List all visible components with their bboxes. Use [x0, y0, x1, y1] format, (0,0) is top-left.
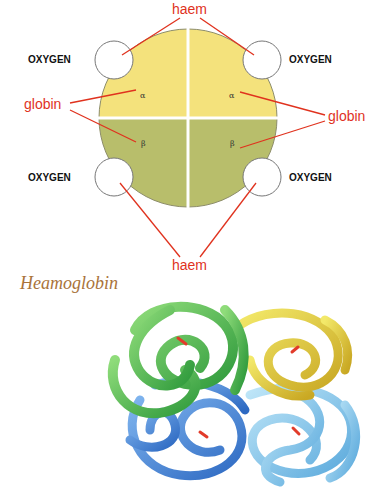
- figure-caption: Heamoglobin: [20, 274, 118, 294]
- oxygen-label: OXYGEN: [289, 54, 332, 65]
- haem-label: haem: [172, 258, 207, 273]
- oxygen-label: OXYGEN: [28, 54, 71, 65]
- globin-label: globin: [328, 109, 365, 124]
- leader-lines: [70, 18, 325, 257]
- ribbon-model: [113, 307, 356, 482]
- subunit-symbol: α: [140, 92, 145, 101]
- haem-label: haem: [172, 2, 207, 17]
- oxygen-label: OXYGEN: [28, 172, 71, 183]
- subunit-symbol: α: [229, 92, 234, 101]
- subunit-symbol: β: [230, 140, 235, 149]
- globin-label: globin: [24, 97, 61, 112]
- oxygen-label: OXYGEN: [289, 172, 332, 183]
- subunit-symbol: β: [141, 140, 146, 149]
